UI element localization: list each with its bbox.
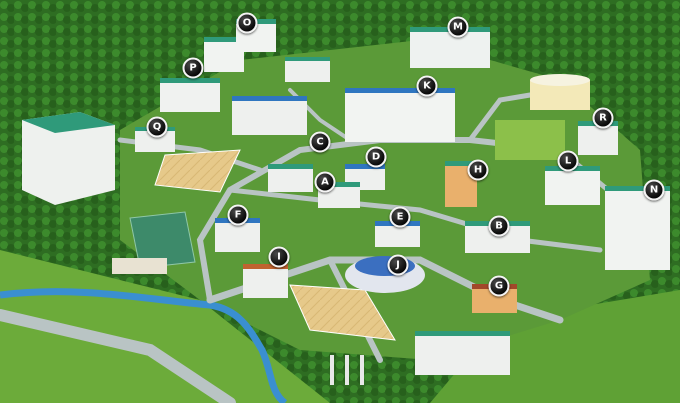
marker-d[interactable]: D	[365, 146, 387, 168]
marker-l[interactable]: L	[557, 150, 579, 172]
marker-o[interactable]: O	[236, 12, 258, 34]
marker-q[interactable]: Q	[146, 116, 168, 138]
marker-k[interactable]: K	[416, 75, 438, 97]
marker-g[interactable]: G	[488, 275, 510, 297]
marker-r[interactable]: R	[592, 107, 614, 129]
marker-c[interactable]: C	[309, 131, 331, 153]
sports-field-lower	[289, 284, 396, 341]
marker-f[interactable]: F	[227, 204, 249, 226]
marker-j[interactable]: J	[387, 254, 409, 276]
pond	[129, 211, 196, 269]
marker-n[interactable]: N	[643, 179, 665, 201]
marker-i[interactable]: I	[268, 246, 290, 268]
marker-m[interactable]: M	[447, 16, 469, 38]
grass-area	[0, 250, 330, 403]
river	[0, 288, 288, 403]
campus-gate	[330, 355, 364, 385]
sports-field-upper	[154, 149, 241, 193]
marker-b[interactable]: B	[488, 215, 510, 237]
marker-p[interactable]: P	[182, 57, 204, 79]
marker-e[interactable]: E	[389, 206, 411, 228]
marker-a[interactable]: A	[314, 171, 336, 193]
marker-h[interactable]: H	[467, 159, 489, 181]
